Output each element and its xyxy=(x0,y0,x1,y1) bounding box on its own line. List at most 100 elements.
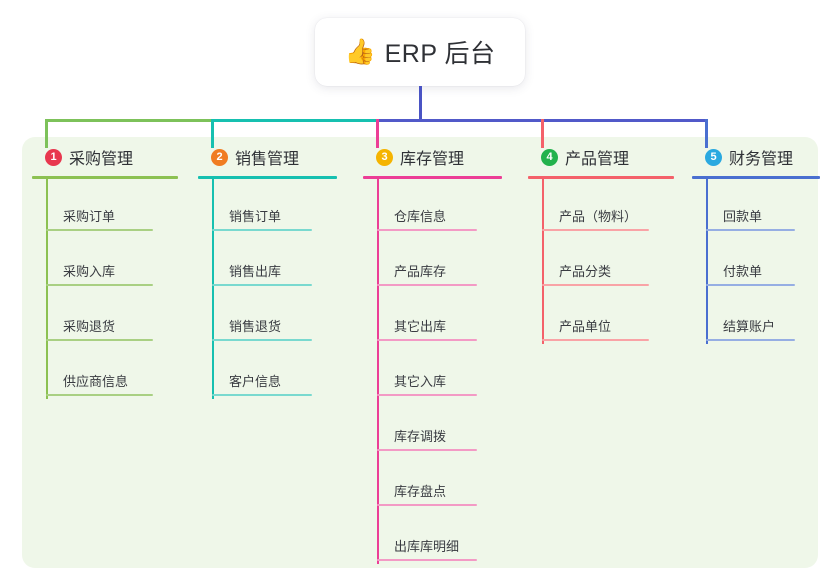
branch-item-label: 库存调拨 xyxy=(394,429,447,444)
branch-item[interactable]: 出库库明细 xyxy=(363,509,508,564)
branch-item-label: 结算账户 xyxy=(723,319,776,334)
trunk-segment-1 xyxy=(45,119,213,122)
branch-spine xyxy=(377,179,379,564)
branch-item-label: 销售出库 xyxy=(229,264,282,279)
branch-items: 回款单付款单结算账户 xyxy=(692,179,826,344)
branch-item[interactable]: 库存盘点 xyxy=(363,454,508,509)
branch-item-label: 销售订单 xyxy=(229,209,282,224)
branch-item[interactable]: 销售订单 xyxy=(198,179,343,234)
branch-item-rule xyxy=(377,559,477,561)
branch-item[interactable]: 客户信息 xyxy=(198,344,343,399)
branch-item-rule xyxy=(46,339,153,341)
root-title: ERP 后台 xyxy=(384,40,496,68)
branch-item[interactable]: 产品分类 xyxy=(528,234,680,289)
branch-item-label: 付款单 xyxy=(723,264,763,279)
branch-item-label: 其它入库 xyxy=(394,374,447,389)
branch-title: 采购管理 xyxy=(69,151,134,168)
branch-drop-3 xyxy=(376,119,379,148)
thumbs-up-icon: 👍 xyxy=(344,37,376,66)
branch-items: 采购订单采购入库采购退货供应商信息 xyxy=(32,179,184,399)
branch-item[interactable]: 采购入库 xyxy=(32,234,184,289)
branch-item[interactable]: 结算账户 xyxy=(692,289,826,344)
branch-item[interactable]: 销售出库 xyxy=(198,234,343,289)
branch-item[interactable]: 回款单 xyxy=(692,179,826,234)
branch-item-rule xyxy=(377,229,477,231)
branch-item-rule xyxy=(706,339,795,341)
branch-item-rule xyxy=(377,504,477,506)
branch-item-rule xyxy=(377,339,477,341)
branch-header-3[interactable]: 3 库存管理 xyxy=(363,144,508,170)
branch-header-rule xyxy=(32,176,178,179)
branch-title: 库存管理 xyxy=(400,151,465,168)
branch-column-2: 2 销售管理销售订单销售出库销售退货客户信息 xyxy=(198,144,343,399)
branch-item-label: 销售退货 xyxy=(229,319,282,334)
branch-item-label: 采购退货 xyxy=(63,319,116,334)
branch-item-rule xyxy=(377,449,477,451)
branch-item-rule xyxy=(46,394,153,396)
branch-item[interactable]: 产品库存 xyxy=(363,234,508,289)
branch-item-rule xyxy=(706,229,795,231)
branch-item[interactable]: 仓库信息 xyxy=(363,179,508,234)
branch-item[interactable]: 供应商信息 xyxy=(32,344,184,399)
branch-item-label: 仓库信息 xyxy=(394,209,447,224)
branch-item[interactable]: 采购订单 xyxy=(32,179,184,234)
branch-number-badge: 4 xyxy=(541,148,558,166)
branch-item-rule xyxy=(212,394,312,396)
trunk-segment-2 xyxy=(211,119,378,122)
branch-item[interactable]: 销售退货 xyxy=(198,289,343,344)
branch-item-rule xyxy=(212,339,312,341)
branch-item-label: 产品分类 xyxy=(559,264,612,279)
branch-item-label: 采购订单 xyxy=(63,209,116,224)
branch-item-label: 采购入库 xyxy=(63,264,116,279)
branch-column-4: 4 产品管理产品（物料） 产品分类产品单位 xyxy=(528,144,680,344)
branch-item-rule xyxy=(542,339,649,341)
branch-spine xyxy=(542,179,544,344)
branch-item-label: 回款单 xyxy=(723,209,763,224)
branch-item-label: 产品单位 xyxy=(559,319,612,334)
branch-item-rule xyxy=(542,229,649,231)
branch-item[interactable]: 库存调拨 xyxy=(363,399,508,454)
branch-item-rule xyxy=(377,284,477,286)
branch-item[interactable]: 产品（物料） xyxy=(528,179,680,234)
root-node[interactable]: 👍 ERP 后台 xyxy=(315,18,525,86)
branch-header-2[interactable]: 2 销售管理 xyxy=(198,144,343,170)
branch-header-4[interactable]: 4 产品管理 xyxy=(528,144,680,170)
branch-item-rule xyxy=(706,284,795,286)
branch-title: 销售管理 xyxy=(235,151,300,168)
branch-drop-4 xyxy=(541,119,544,148)
branch-item-rule xyxy=(46,284,153,286)
branch-items: 仓库信息产品库存其它出库其它入库库存调拨库存盘点出库库明细 xyxy=(363,179,508,564)
branch-item[interactable]: 其它入库 xyxy=(363,344,508,399)
branch-header-rule xyxy=(363,176,502,179)
branch-item-label: 产品库存 xyxy=(394,264,447,279)
branch-item-label: 库存盘点 xyxy=(394,484,447,499)
branch-drop-1 xyxy=(45,119,48,148)
branch-title: 产品管理 xyxy=(565,151,630,168)
branch-number-badge: 5 xyxy=(705,148,722,166)
branch-drop-2 xyxy=(211,119,214,148)
branch-spine xyxy=(212,179,214,399)
branch-item-rule xyxy=(542,284,649,286)
branch-item-rule xyxy=(46,229,153,231)
branch-number-badge: 2 xyxy=(211,148,228,166)
branch-item-label: 其它出库 xyxy=(394,319,447,334)
branch-number-badge: 3 xyxy=(376,148,393,166)
branch-item[interactable]: 其它出库 xyxy=(363,289,508,344)
branch-spine xyxy=(46,179,48,399)
branch-items: 产品（物料） 产品分类产品单位 xyxy=(528,179,680,344)
branch-items: 销售订单销售出库销售退货客户信息 xyxy=(198,179,343,399)
branch-item[interactable]: 付款单 xyxy=(692,234,826,289)
branch-item-label: 产品（物料） xyxy=(559,209,638,224)
branch-spine xyxy=(706,179,708,344)
branch-item[interactable]: 产品单位 xyxy=(528,289,680,344)
branch-item-label: 客户信息 xyxy=(229,374,282,389)
branches-panel xyxy=(22,137,818,568)
branch-drop-5 xyxy=(705,119,708,148)
branch-item-rule xyxy=(212,229,312,231)
branch-item[interactable]: 采购退货 xyxy=(32,289,184,344)
